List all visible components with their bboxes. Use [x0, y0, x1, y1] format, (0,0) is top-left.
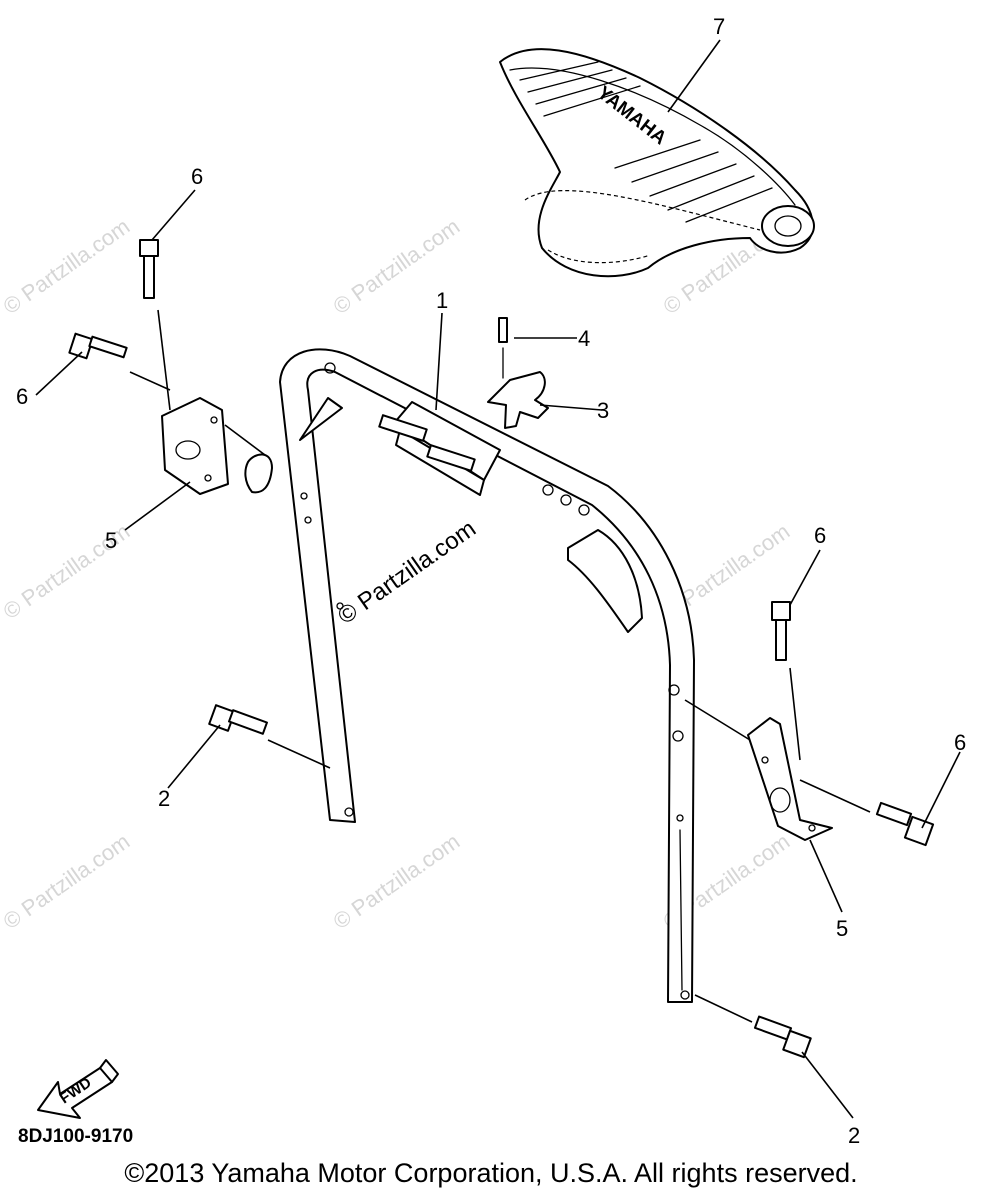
handle-pole	[279, 348, 695, 1003]
bolts	[68, 239, 935, 1059]
callout-labels: 7 1 4 3 6 6 5 2 6 6 5 2	[16, 14, 966, 1148]
callout-5-left: 5	[105, 528, 117, 553]
callout-3: 3	[597, 398, 609, 423]
watermark: © Partzilla.com	[0, 829, 134, 935]
mount-plate-left	[161, 397, 273, 495]
callout-6-left-top: 6	[191, 164, 203, 189]
bolt-6-left	[68, 332, 128, 360]
cable-bracket	[487, 317, 549, 429]
watermark-center: © Partzilla.com	[333, 515, 481, 630]
callout-2-left: 2	[158, 786, 170, 811]
bolt-6-right-top	[771, 601, 791, 661]
seat-stripes	[519, 61, 773, 223]
bolt-6-right	[875, 801, 935, 847]
mount-plate-right	[747, 717, 833, 841]
clamp-block	[378, 401, 501, 496]
fwd-arrow: FWD	[37, 1059, 119, 1119]
watermark: © Partzilla.com	[329, 829, 465, 935]
copyright-notice: ©2013 Yamaha Motor Corporation, U.S.A. A…	[124, 1158, 858, 1188]
callout-5-right: 5	[836, 916, 848, 941]
callout-6-right-top: 6	[814, 523, 826, 548]
callout-7: 7	[713, 14, 725, 39]
watermark: © Partzilla.com	[0, 214, 134, 320]
bolt-2-right	[753, 1015, 812, 1059]
callout-6-left: 6	[16, 384, 28, 409]
callout-4: 4	[578, 326, 590, 351]
callout-1: 1	[436, 288, 448, 313]
assembly-lines	[129, 309, 871, 1023]
callout-6-right: 6	[954, 730, 966, 755]
seat-pad: YAMAHA	[499, 48, 815, 278]
diagram-code: 8DJ100-9170	[18, 1126, 134, 1147]
callout-leaders	[35, 39, 961, 1119]
callout-2-right: 2	[848, 1123, 860, 1148]
bolt-2-left	[208, 704, 268, 735]
bolt-6-left-top	[139, 239, 159, 299]
